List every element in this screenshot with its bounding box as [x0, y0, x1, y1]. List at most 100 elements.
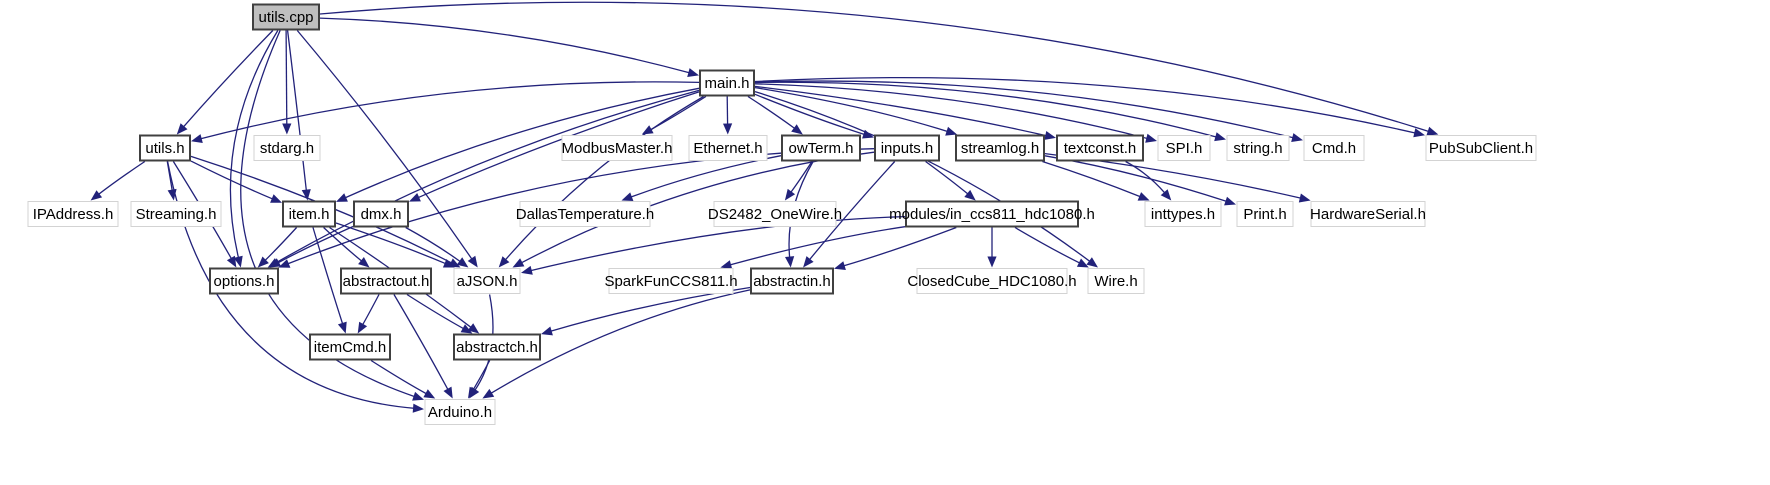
- node-box[interactable]: [916, 268, 1068, 294]
- node-box[interactable]: [1425, 135, 1537, 161]
- graph-node-spi-h[interactable]: SPI.h: [1157, 135, 1211, 161]
- node-box[interactable]: [561, 135, 673, 161]
- node-box[interactable]: [130, 201, 222, 227]
- graph-node-abstractch-h[interactable]: abstractch.h: [453, 333, 541, 361]
- dependency-edge: [754, 93, 866, 136]
- graph-node-wire-h[interactable]: Wire.h: [1087, 268, 1145, 294]
- node-label: streamlog.h: [961, 140, 1039, 157]
- graph-node-cmd-h[interactable]: Cmd.h: [1303, 135, 1365, 161]
- graph-node-options-h[interactable]: options.h: [209, 267, 279, 295]
- graph-node-string-h[interactable]: string.h: [1226, 135, 1290, 161]
- graph-node-streaming-h[interactable]: Streaming.h: [130, 201, 222, 227]
- node-box[interactable]: [713, 201, 837, 227]
- graph-node-textconst-h[interactable]: textconst.h: [1056, 134, 1144, 162]
- graph-node-item-h[interactable]: item.h: [282, 200, 336, 228]
- graph-node-stdarg-h[interactable]: stdarg.h: [253, 135, 321, 161]
- dependency-edge: [361, 294, 380, 326]
- edge-arrowhead-icon: [1413, 128, 1425, 138]
- node-box[interactable]: [253, 135, 321, 161]
- graph-node-dallastemperature-h[interactable]: DallasTemperature.h: [516, 201, 654, 227]
- edge-arrowhead-icon: [1076, 258, 1089, 268]
- node-box[interactable]: [340, 267, 432, 295]
- node-box[interactable]: [1144, 201, 1222, 227]
- node-box[interactable]: [353, 200, 409, 228]
- node-label: abstractch.h: [456, 339, 538, 356]
- graph-node-abstractin-h[interactable]: abstractin.h: [750, 267, 834, 295]
- nodes-layer: utils.cpp main.h utils.h stdarg.h ModbusMast…: [27, 3, 1537, 425]
- node-box[interactable]: [309, 333, 391, 361]
- dependency-edge: [417, 91, 700, 199]
- node-box[interactable]: [519, 201, 651, 227]
- graph-node-main-h[interactable]: main.h: [699, 69, 755, 97]
- node-box[interactable]: [453, 268, 521, 294]
- node-label: modules/in_ccs811_hdc1080.h: [889, 206, 1095, 223]
- dependency-edge: [1014, 226, 1081, 264]
- node-box[interactable]: [905, 200, 1079, 228]
- node-box[interactable]: [424, 399, 496, 425]
- graph-node-ajson-h[interactable]: aJSON.h: [453, 268, 521, 294]
- node-box[interactable]: [209, 267, 279, 295]
- edge-arrowhead-icon: [987, 256, 997, 268]
- graph-node-itemcmd-h[interactable]: itemCmd.h: [309, 333, 391, 361]
- graph-node-print-h[interactable]: Print.h: [1236, 201, 1294, 227]
- graph-node-pubsubclient-h[interactable]: PubSubClient.h: [1425, 135, 1537, 161]
- node-box[interactable]: [1236, 201, 1294, 227]
- node-box[interactable]: [955, 134, 1045, 162]
- node-box[interactable]: [1226, 135, 1290, 161]
- edge-arrowhead-icon: [1160, 189, 1172, 201]
- edge-arrowhead-icon: [498, 256, 510, 268]
- graph-node-abstractout-h[interactable]: abstractout.h: [340, 267, 432, 295]
- graph-node-closedcube-hdc1080-h[interactable]: ClosedCube_HDC1080.h: [907, 268, 1077, 294]
- dependency-edge: [504, 95, 704, 261]
- node-box[interactable]: [874, 134, 940, 162]
- graph-node-dmx-h[interactable]: dmx.h: [353, 200, 409, 228]
- node-box[interactable]: [750, 267, 834, 295]
- dependency-edge: [808, 161, 896, 261]
- dependency-edge: [754, 81, 1217, 138]
- edge-arrowhead-icon: [1291, 133, 1303, 142]
- node-box[interactable]: [688, 135, 768, 161]
- graph-node-inputs-h[interactable]: inputs.h: [874, 134, 940, 162]
- node-box[interactable]: [1303, 135, 1365, 161]
- node-box[interactable]: [282, 200, 336, 228]
- edge-arrowhead-icon: [226, 255, 237, 268]
- dependency-edge: [789, 161, 813, 194]
- node-box[interactable]: [781, 134, 861, 162]
- node-box[interactable]: [1310, 201, 1426, 227]
- node-box[interactable]: [699, 69, 755, 97]
- node-box[interactable]: [453, 333, 541, 361]
- dependency-edge: [344, 87, 700, 199]
- graph-node-ds2482-onewire-h[interactable]: DS2482_OneWire.h: [708, 201, 842, 227]
- edge-arrowhead-icon: [442, 259, 455, 268]
- graph-node-inttypes-h[interactable]: inttypes.h: [1144, 201, 1222, 227]
- edge-arrowhead-icon: [423, 389, 436, 399]
- dependency-edge: [190, 160, 274, 200]
- edge-arrowhead-icon: [791, 124, 803, 135]
- node-box[interactable]: [1087, 268, 1145, 294]
- graph-node-hardwareserial-h[interactable]: HardwareSerial.h: [1310, 201, 1426, 227]
- graph-node-ipaddress-h[interactable]: IPAddress.h: [27, 201, 119, 227]
- graph-node-utils-cpp[interactable]: utils.cpp: [252, 3, 320, 31]
- node-box[interactable]: [1157, 135, 1211, 161]
- node-label: stdarg.h: [260, 140, 314, 157]
- graph-node-sparkfunccs811-h[interactable]: SparkFunCCS811.h: [604, 268, 738, 294]
- graph-node-arduino-h[interactable]: Arduino.h: [424, 399, 496, 425]
- node-box[interactable]: [1056, 134, 1144, 162]
- graph-node-modules-in-ccs811-hdc1080-h[interactable]: modules/in_ccs811_hdc1080.h: [889, 200, 1095, 228]
- dependency-edge: [277, 225, 354, 264]
- node-label: DallasTemperature.h: [516, 206, 654, 223]
- node-box[interactable]: [252, 3, 320, 31]
- node-box[interactable]: [27, 201, 119, 227]
- node-label: SPI.h: [1166, 140, 1203, 157]
- graph-node-owterm-h[interactable]: owTerm.h: [781, 134, 861, 162]
- node-label: utils.cpp: [258, 9, 313, 26]
- graph-node-streamlog-h[interactable]: streamlog.h: [955, 134, 1045, 162]
- node-box[interactable]: [608, 268, 734, 294]
- dependency-edge: [754, 76, 1416, 134]
- graph-node-utils-h[interactable]: utils.h: [139, 134, 191, 162]
- dependency-edge: [240, 30, 416, 398]
- edge-arrowhead-icon: [834, 261, 846, 270]
- node-box[interactable]: [139, 134, 191, 162]
- graph-node-modbusmaster-h[interactable]: ModbusMaster.h: [561, 135, 673, 161]
- graph-node-ethernet-h[interactable]: Ethernet.h: [688, 135, 768, 161]
